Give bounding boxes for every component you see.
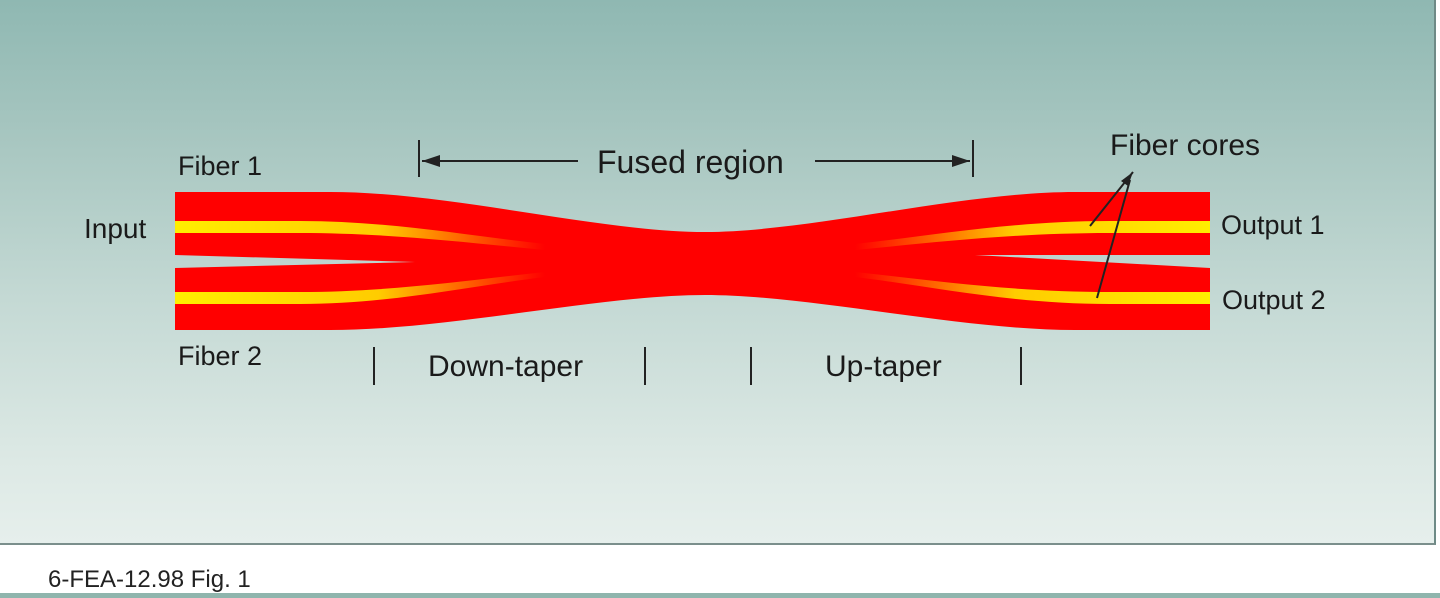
label-fiber-cores: Fiber cores	[1110, 129, 1261, 162]
label-output-1: Output 1	[1221, 210, 1325, 240]
coupler-body	[175, 192, 1210, 330]
fiber-cores-arrowhead-upper	[1121, 172, 1133, 186]
core-output2-right	[855, 272, 1210, 304]
core-fiber2-left	[175, 272, 545, 304]
core-fiber1-left	[175, 221, 545, 250]
bottom-rule	[0, 593, 1440, 598]
label-output-2: Output 2	[1222, 285, 1326, 315]
fiber-cores-pointer-lower	[1096, 179, 1131, 299]
figure-caption: 6-FEA-12.98 Fig. 1	[48, 566, 251, 593]
fused-region-arrowhead-left	[422, 155, 440, 167]
core-output1-right	[855, 221, 1210, 250]
label-fused-region: Fused region	[597, 144, 784, 180]
label-fiber-2: Fiber 2	[178, 341, 263, 371]
label-fiber-1: Fiber 1	[178, 151, 263, 181]
label-up-taper: Up-taper	[825, 350, 942, 383]
fused-region-arrowhead-right	[952, 155, 970, 167]
label-down-taper: Down-taper	[428, 350, 584, 383]
label-input: Input	[84, 213, 147, 244]
